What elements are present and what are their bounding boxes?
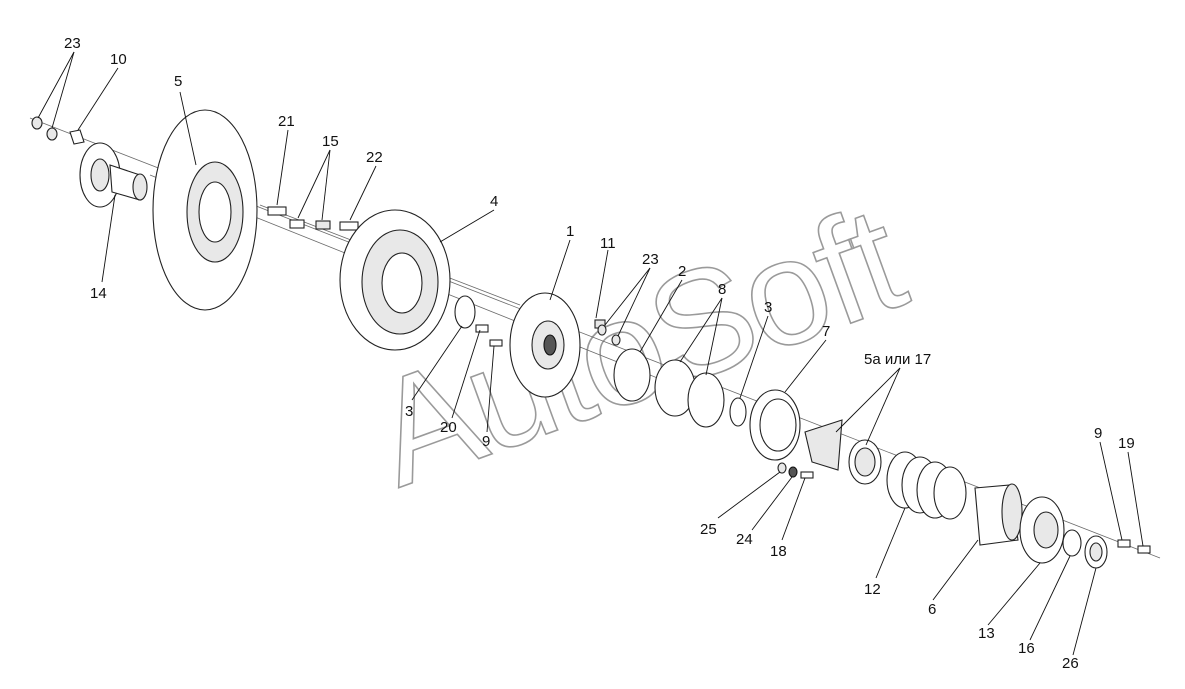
callout-6: 6 (928, 601, 936, 618)
part-25-washer (777, 462, 787, 474)
part-7-cover-plate (749, 389, 801, 461)
callout-9: 9 (482, 433, 490, 450)
part-13-flange (1019, 496, 1065, 564)
part-8-rings (654, 359, 725, 428)
part-23-nuts-right (597, 324, 621, 346)
part-20-pin (475, 324, 489, 333)
part-9-pin-right (1117, 539, 1131, 548)
callout-10: 10 (110, 51, 127, 68)
callout-23: 23 (64, 35, 81, 52)
callout-7: 7 (822, 323, 830, 340)
callout-1: 1 (566, 223, 574, 240)
callout-labels: 23 10 5 14 21 15 22 4 1 11 23 2 8 3 7 3 … (64, 35, 1135, 672)
part-2-ring (613, 348, 651, 402)
part-24-washer (788, 466, 798, 478)
part-15-bolts (289, 219, 331, 230)
callout-23: 23 (642, 251, 659, 268)
callout-13: 13 (978, 625, 995, 642)
callout-24: 24 (736, 531, 753, 548)
part-26-cap (1084, 535, 1108, 569)
part-5-disc (152, 109, 258, 311)
callout-9: 9 (1094, 425, 1102, 442)
callout-22: 22 (366, 149, 383, 166)
callout-11: 11 (600, 235, 616, 252)
part-12-spring (886, 451, 967, 520)
part-21-pin (267, 206, 287, 216)
part-22-pin (339, 221, 359, 231)
callout-25: 25 (700, 521, 717, 538)
part-10-lock-plate (69, 129, 85, 145)
part-5a-or-17-cones (804, 419, 882, 485)
part-1-housing (509, 292, 581, 398)
callout-18: 18 (770, 543, 787, 560)
callout-20: 20 (440, 419, 457, 436)
callout-12: 12 (864, 581, 881, 598)
callout-8: 8 (718, 281, 726, 298)
callout-3: 3 (405, 403, 413, 420)
callout-16: 16 (1018, 640, 1035, 657)
part-3-snap-ring-right (729, 397, 747, 427)
leader-lines (37, 51, 1144, 656)
part-14-flange-shaft (79, 142, 148, 208)
part-23-nuts (31, 116, 58, 141)
callout-5: 5 (174, 73, 182, 90)
part-16-ring (1062, 529, 1082, 557)
part-9-pin (489, 339, 503, 347)
part-18-bolt (800, 471, 814, 479)
part-3-snap-ring (454, 295, 476, 329)
callout-14: 14 (90, 285, 107, 302)
callout-19: 19 (1118, 435, 1135, 452)
callout-15: 15 (322, 133, 339, 150)
callout-3: 3 (764, 299, 772, 316)
callout-2: 2 (678, 263, 686, 280)
part-19-bolt (1137, 545, 1151, 554)
callout-21: 21 (278, 113, 295, 130)
part-4-friction-disc (339, 209, 451, 351)
callout-4: 4 (490, 193, 498, 210)
callout-26: 26 (1062, 655, 1079, 672)
callout-5a-or-17: 5а или 17 (864, 351, 931, 368)
part-6-sleeve (974, 483, 1023, 546)
